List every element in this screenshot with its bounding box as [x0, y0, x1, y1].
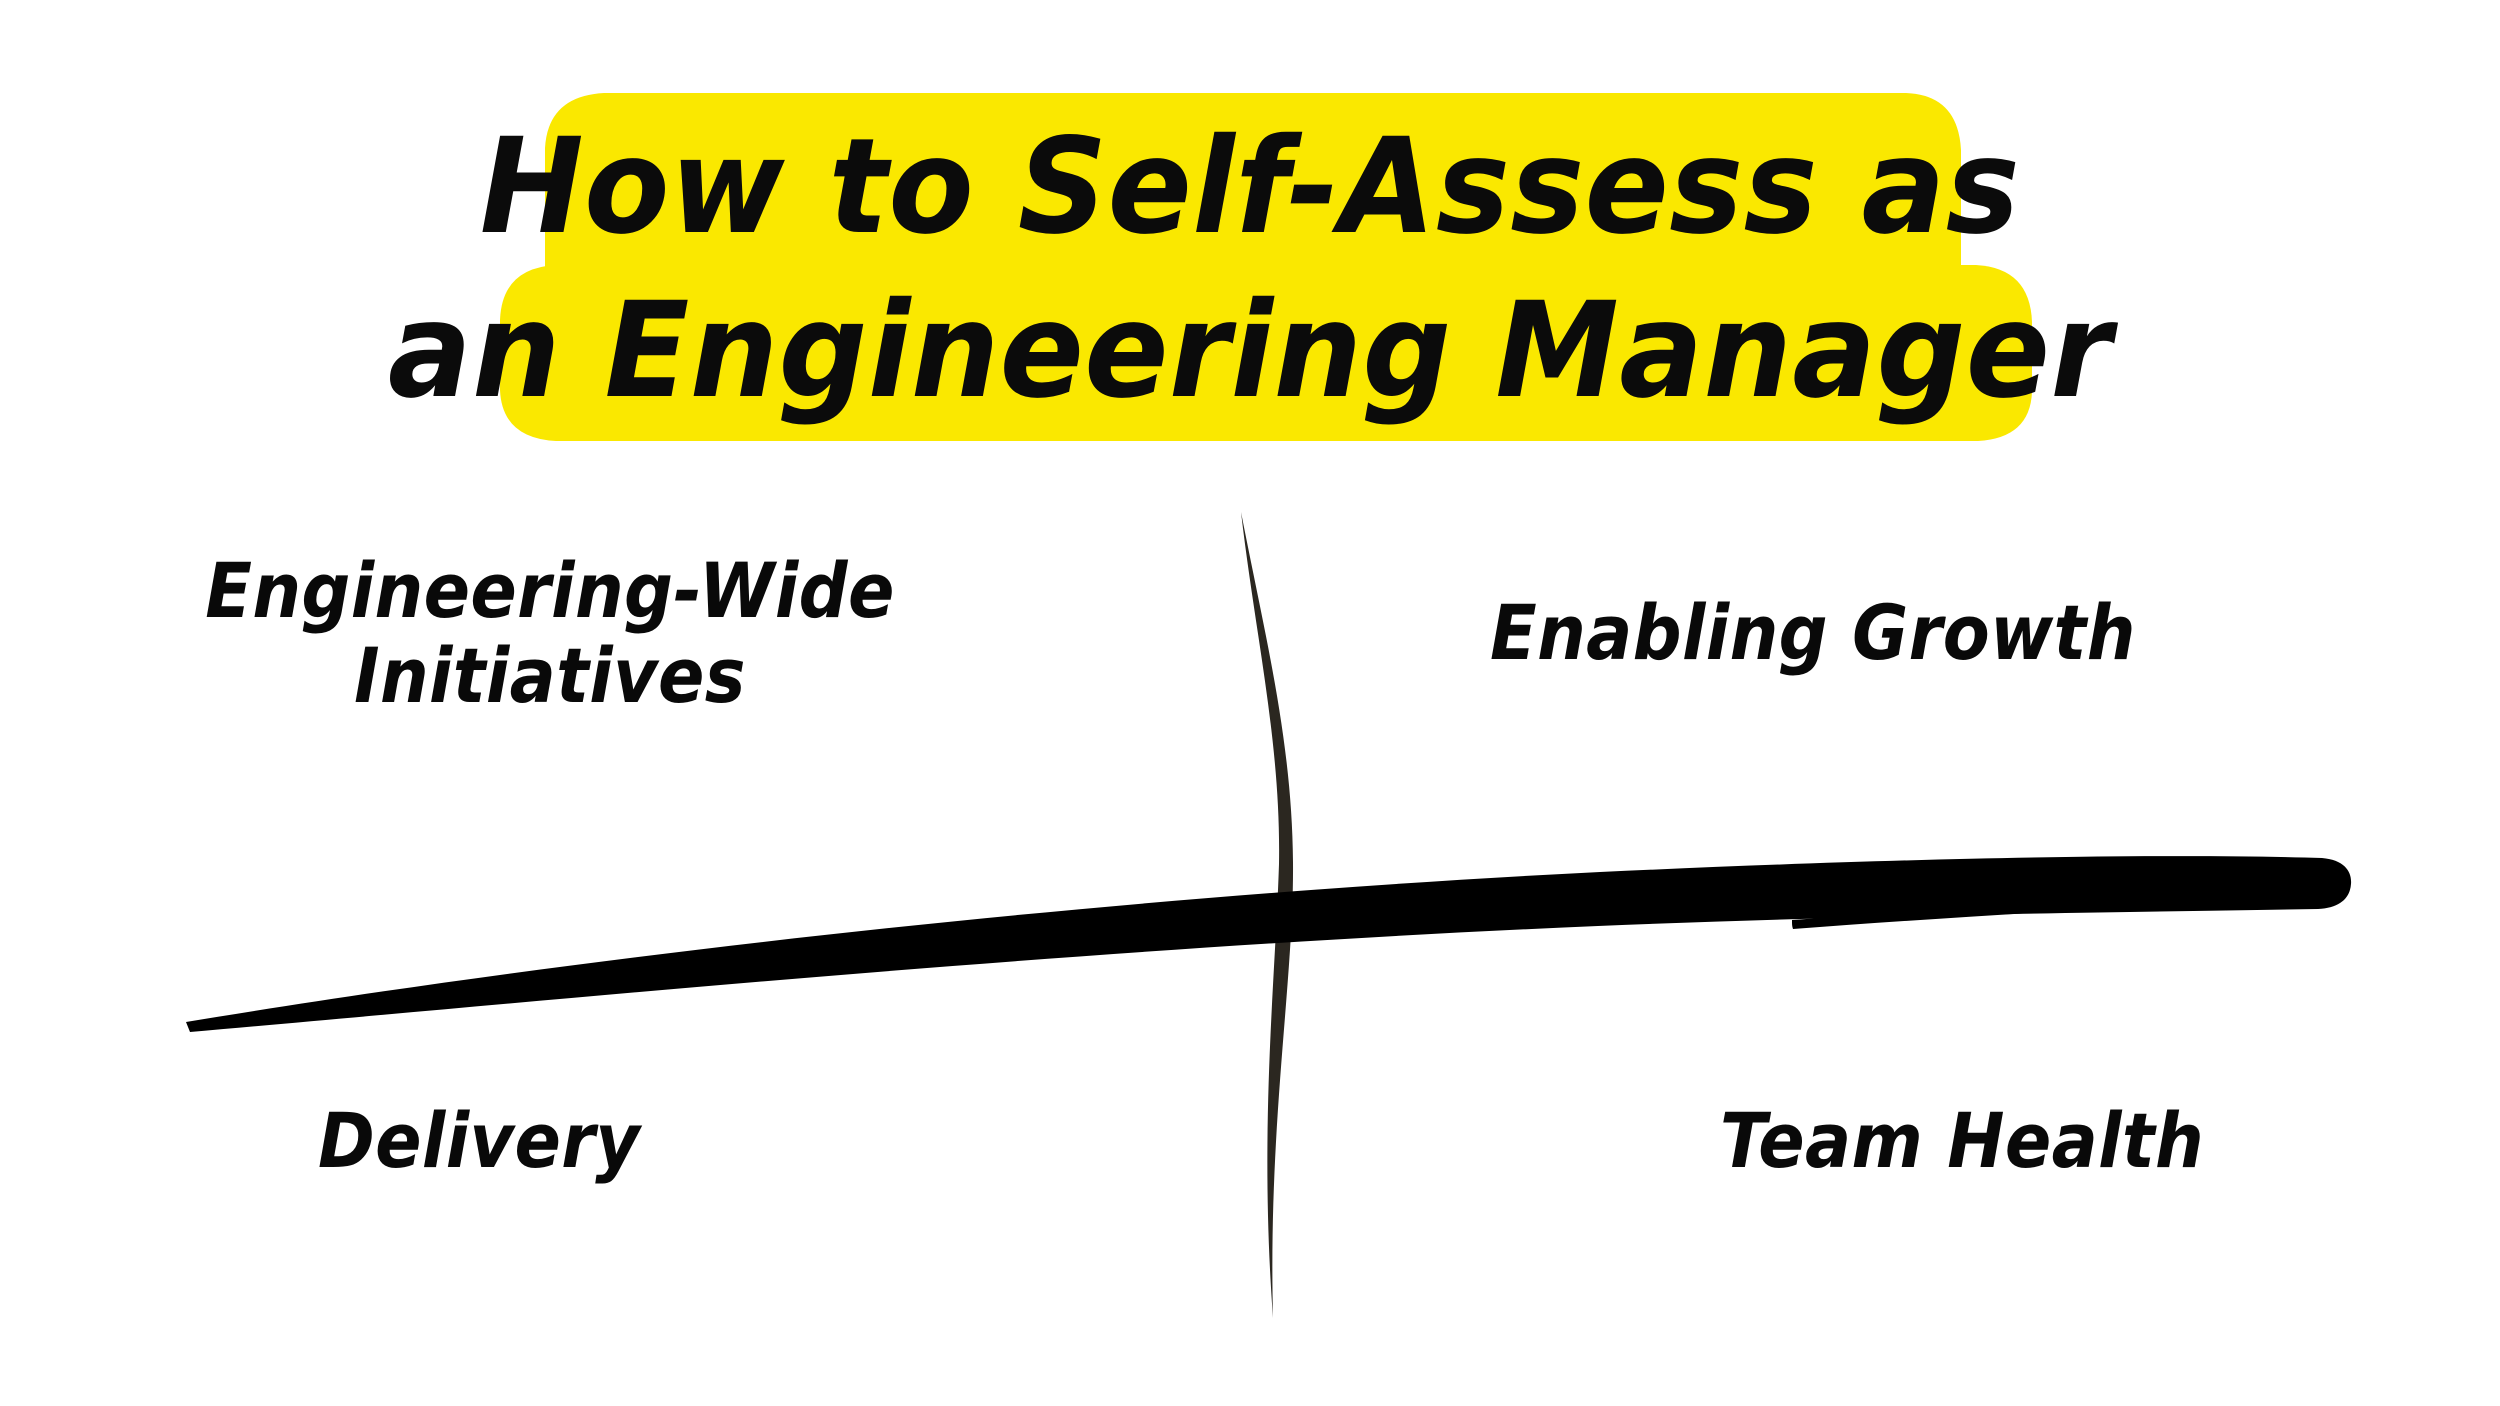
- title-line-1: How to Self-Assess as: [479, 110, 2021, 264]
- quadrant-label-delivery: Delivery: [318, 1096, 641, 1185]
- quadrant-label-line-2: Initiatives: [354, 631, 746, 721]
- quadrant-label-team-health: Team Health: [1720, 1096, 2205, 1185]
- horizontal-axis-stroke: [186, 856, 2352, 1032]
- title-block: How to Self-Assess as an Engineering Man…: [0, 0, 2500, 470]
- horizontal-axis-return-tail: [1792, 890, 2324, 929]
- quadrant-label-line-1: Engineering-Wide: [205, 546, 895, 635]
- quadrant-label-enabling-growth: Enabling Growth: [1490, 588, 2136, 677]
- quadrant-label-engineering-wide-initiatives: Engineering-Wide Initiatives: [172, 548, 928, 718]
- title-line-2: an Engineering Manager: [387, 274, 2113, 428]
- vertical-axis-stroke: [1241, 512, 1294, 1318]
